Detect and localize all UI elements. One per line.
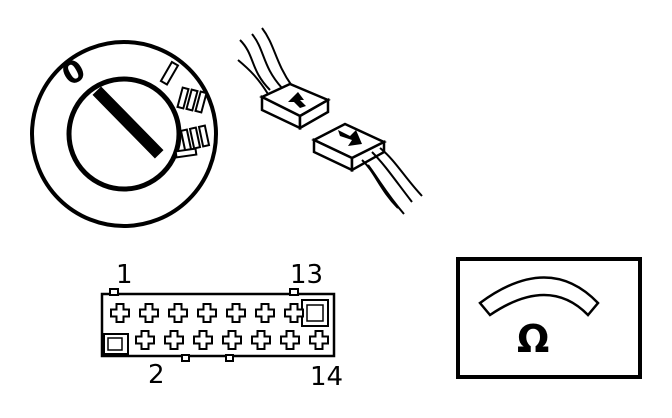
connector-block: 1 13 2 14	[100, 260, 343, 392]
ignition-switch: 0	[30, 40, 218, 228]
ohm-symbol: Ω	[517, 317, 549, 361]
upper-wire-bundle	[237, 27, 293, 95]
pin-cavity	[251, 330, 271, 350]
switch-inner-knob	[66, 76, 182, 192]
key-slot	[92, 86, 164, 159]
pin-cavity	[197, 303, 217, 323]
connector-housing	[100, 292, 336, 358]
pin-cavity	[226, 303, 246, 323]
pin-cavity	[164, 330, 184, 350]
pin-cavity	[193, 330, 213, 350]
pin-cavity	[135, 330, 155, 350]
upper-plug	[259, 82, 331, 131]
pin-cavity	[222, 330, 242, 350]
ohmmeter-scale	[478, 276, 600, 317]
lower-plug	[311, 122, 387, 173]
arrow-down-icon	[338, 130, 362, 146]
connector-plugs	[237, 27, 423, 215]
switch-position-I	[159, 60, 180, 86]
pins-top-row	[110, 303, 304, 323]
switch-position-II	[176, 86, 208, 114]
pin-cavity	[255, 303, 275, 323]
arrow-up-icon	[288, 92, 306, 108]
switch-position-III	[174, 124, 211, 159]
lower-wire-bundle	[361, 147, 423, 215]
pin-cavity	[110, 303, 130, 323]
pins-bottom-row	[135, 330, 329, 350]
ohmmeter: Ω	[456, 257, 642, 379]
pin-cavity	[309, 330, 329, 350]
pin-label-1: 1	[116, 260, 133, 290]
pin-cavity	[284, 303, 304, 323]
pin-cavity	[139, 303, 159, 323]
pin-cavity	[280, 330, 300, 350]
pin-label-2: 2	[148, 360, 165, 390]
pin-cavity	[168, 303, 188, 323]
pin-label-13: 13	[290, 260, 323, 290]
pin-label-14: 14	[310, 362, 343, 392]
